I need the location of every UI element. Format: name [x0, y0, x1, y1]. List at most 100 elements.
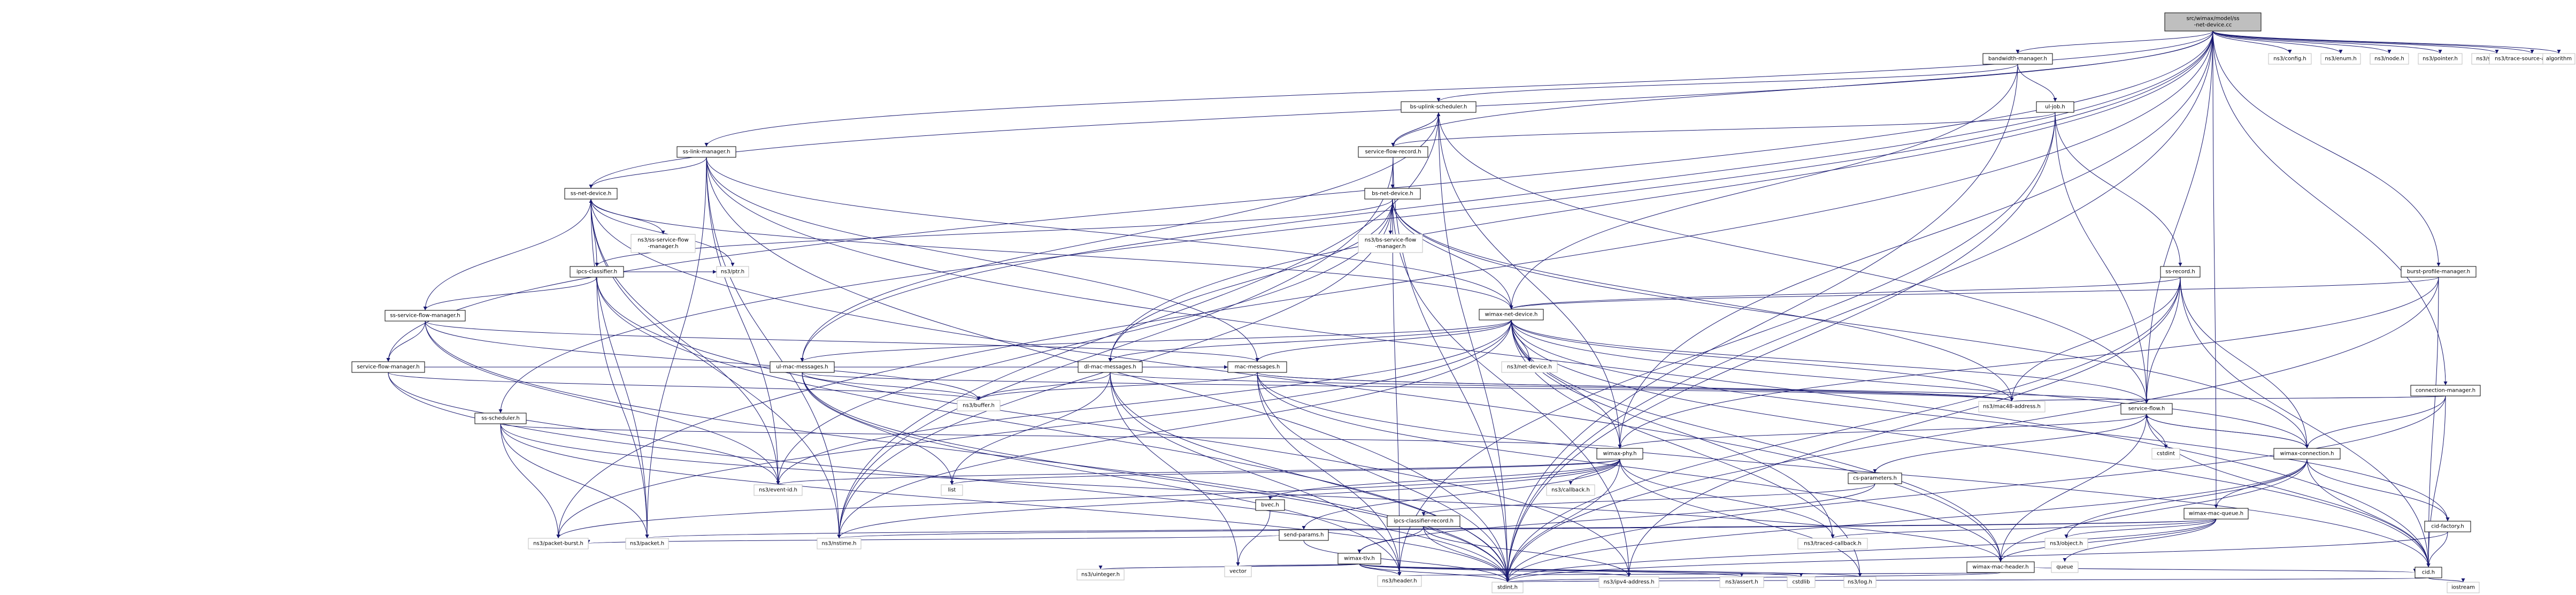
edge-ss-service-flow-manager-h-to-ss-net-device-h: [425, 199, 593, 311]
edge-wimax-mac-queue-h-to-wimax-mac-header-h: [1998, 518, 2217, 562]
node-ss-scheduler-h[interactable]: ss-scheduler.h: [474, 413, 527, 424]
node-ns3-mac48-address-h-label: ns3/mac48-address.h: [1983, 404, 2041, 410]
node-ns3-packet-h[interactable]: ns3/packet.h: [625, 538, 669, 550]
edge-ss-service-flow-manager-h-to-ns3-event-id-h: [425, 321, 780, 485]
node-ns3-pointer-h[interactable]: ns3/pointer.h: [2418, 53, 2463, 65]
node-algorithm-label: algorithm: [2546, 56, 2572, 62]
node-service-flow-h[interactable]: service-flow.h: [2120, 403, 2173, 415]
node-cid-factory-h[interactable]: cid-factory.h: [2424, 521, 2471, 532]
node-wimax-connection-h-label: wimax-connection.h: [2280, 451, 2334, 457]
node-ns3-enum-h-box: [2320, 53, 2361, 65]
node-queue[interactable]: queue: [2051, 561, 2079, 573]
edge-wimax-mac-header-h-to-cid-h: [2034, 567, 2417, 573]
node-ns3-object-h[interactable]: ns3/object.h: [2044, 538, 2088, 550]
node-ns3-node-h[interactable]: ns3/node.h: [2370, 53, 2409, 65]
edge-ss-link-manager-h-to-ns3-packet-h: [645, 157, 707, 539]
node-ns3-bs-service-flow-manager-h-box: [1358, 234, 1423, 253]
node-cstdlib-label: cstdlib: [1793, 579, 1810, 585]
edge-root-to-ul-mac-messages-h: [800, 30, 2213, 362]
edge-bs-uplink-scheduler-h-to-ns3-nstime-h: [837, 112, 1439, 539]
node-cid-h[interactable]: cid.h: [2414, 567, 2442, 578]
node-ns3-ptr-h[interactable]: ns3/ptr.h: [716, 266, 749, 278]
node-algorithm-box: [2542, 53, 2575, 65]
node-iostream-label: iostream: [2451, 585, 2475, 591]
node-burst-profile-manager-h[interactable]: burst-profile-manager.h: [2401, 266, 2477, 278]
node-wimax-mac-header-h-label: wimax-mac-header.h: [1972, 565, 2028, 570]
node-algorithm[interactable]: algorithm: [2542, 53, 2575, 65]
node-service-flow-manager-h[interactable]: service-flow-manager.h: [351, 361, 425, 373]
node-wimax-tlv-h[interactable]: wimax-tlv.h: [1337, 553, 1381, 565]
node-connection-manager-h[interactable]: connection-manager.h: [2410, 385, 2481, 396]
node-ns3-traced-callback-h-label: ns3/traced-callback.h: [1804, 541, 1862, 547]
node-ns3-config-h[interactable]: ns3/config.h: [2268, 53, 2312, 65]
node-wimax-net-device-h[interactable]: wimax-net-device.h: [1479, 309, 1544, 321]
node-cstdlib[interactable]: cstdlib: [1787, 576, 1816, 588]
edge-root-to-algorithm: [2212, 30, 2561, 54]
node-ns3-uinteger-h[interactable]: ns3/uinteger.h: [1076, 569, 1125, 581]
node-bandwidth-manager-h[interactable]: bandwidth-manager.h: [1982, 53, 2053, 65]
node-ns3-event-id-h[interactable]: ns3/event-id.h: [753, 484, 803, 496]
edge-ul-job-h-to-service-flow-h: [2055, 112, 2149, 404]
node-cs-parameters-h[interactable]: cs-parameters.h: [1848, 472, 1902, 484]
edge-service-flow-h-to-cid-h: [2146, 414, 2431, 568]
node-ns3-header-h[interactable]: ns3/header.h: [1377, 575, 1422, 587]
node-ns3-assert-h[interactable]: ns3/assert.h: [1719, 576, 1764, 588]
node-burst-profile-manager-h-box: [2401, 266, 2477, 278]
node-ns3-header-h-box: [1377, 575, 1422, 587]
edge-ss-record-h-to-service-flow-h: [2144, 277, 2181, 404]
node-ipcs-classifier-record-h[interactable]: ipcs-classifier-record.h: [1387, 515, 1460, 527]
node-ss-link-manager-h[interactable]: ss-link-manager.h: [676, 146, 736, 158]
node-ns3-pointer-h-box: [2418, 53, 2463, 65]
edge-root-to-wimax-phy-h: [1618, 30, 2213, 449]
node-vector[interactable]: vector: [1224, 566, 1252, 577]
node-bs-net-device-h-label: bs-net-device.h: [1372, 191, 1413, 197]
node-send-params-h-label: send-params.h: [1284, 532, 1324, 538]
node-ns3-ipv4-address-h[interactable]: ns3/ipv4-address.h: [1598, 576, 1659, 588]
node-list[interactable]: list: [941, 484, 963, 496]
edge-mac-messages-h-to-cid-h: [1257, 372, 2431, 568]
node-send-params-h[interactable]: send-params.h: [1279, 529, 1329, 541]
node-ss-service-flow-manager-h[interactable]: ss-service-flow-manager.h: [385, 310, 466, 322]
node-ns3-net-device-h[interactable]: ns3/net-device.h: [1501, 361, 1558, 373]
node-iostream[interactable]: iostream: [2447, 582, 2480, 593]
node-wimax-mac-queue-h[interactable]: wimax-mac-queue.h: [2183, 508, 2249, 520]
edge-ipcs-classifier-record-h-to-wimax-tlv-h: [1357, 526, 1424, 554]
node-ns3-callback-h[interactable]: ns3/callback.h: [1546, 484, 1595, 496]
node-cstdint-box: [2151, 448, 2180, 460]
node-mac-messages-h[interactable]: mac-messages.h: [1227, 361, 1287, 373]
root-file-node[interactable]: src/wimax/model/ss-net-device.cc: [2164, 12, 2262, 32]
node-service-flow-record-h[interactable]: service-flow-record.h: [1358, 146, 1428, 158]
node-ns3-enum-h[interactable]: ns3/enum.h: [2320, 53, 2361, 65]
node-cid-h-box: [2414, 567, 2442, 578]
node-ns3-ss-service-flow-manager-h-label: ns3/ss-service-flow: [637, 238, 688, 243]
node-ns3-bs-service-flow-manager-h[interactable]: ns3/bs-service-flow-manager.h: [1358, 234, 1423, 253]
node-ss-record-h[interactable]: ss-record.h: [2160, 266, 2201, 278]
node-cstdint[interactable]: cstdint: [2151, 448, 2180, 460]
node-ss-net-device-h[interactable]: ss-net-device.h: [564, 188, 618, 200]
edge-wimax-connection-h-to-wimax-mac-header-h: [1998, 459, 2308, 562]
node-ns3-buffer-h[interactable]: ns3/buffer.h: [957, 400, 1001, 411]
edge-dl-mac-messages-h-to-list: [950, 372, 1111, 485]
node-wimax-mac-header-h[interactable]: wimax-mac-header.h: [1966, 561, 2035, 573]
node-ul-job-h[interactable]: ul-job.h: [2036, 101, 2074, 113]
node-bs-uplink-scheduler-h[interactable]: bs-uplink-scheduler.h: [1401, 101, 1477, 113]
edge-wimax-connection-h-to-cid-h: [2306, 459, 2431, 568]
node-stdint-h[interactable]: stdint.h: [1491, 582, 1524, 593]
node-bvec-h[interactable]: bvec.h: [1255, 499, 1285, 511]
node-ns3-ss-service-flow-manager-h[interactable]: ns3/ss-service-flow-manager.h: [630, 234, 696, 253]
node-ns3-log-h[interactable]: ns3/log.h: [1843, 576, 1877, 588]
node-wimax-phy-h[interactable]: wimax-phy.h: [1596, 448, 1643, 460]
node-bs-net-device-h[interactable]: bs-net-device.h: [1364, 188, 1421, 200]
edge-wimax-net-device-h-to-service-flow-h: [1511, 319, 2149, 404]
node-dl-mac-messages-h[interactable]: dl-mac-messages.h: [1078, 361, 1143, 373]
node-ns3-mac48-address-h[interactable]: ns3/mac48-address.h: [1978, 401, 2046, 413]
node-ipcs-classifier-h[interactable]: ipcs-classifier.h: [570, 266, 624, 278]
node-ul-mac-messages-h[interactable]: ul-mac-messages.h: [770, 361, 835, 373]
node-ns3-packet-burst-h[interactable]: ns3/packet-burst.h: [528, 538, 589, 550]
root-file-node-label: -net-device.cc: [2194, 22, 2232, 28]
node-wimax-connection-h[interactable]: wimax-connection.h: [2273, 448, 2341, 460]
node-ns3-nstime-h[interactable]: ns3/nstime.h: [817, 538, 862, 550]
node-ns3-traced-callback-h[interactable]: ns3/traced-callback.h: [1797, 538, 1868, 550]
node-ss-link-manager-h-label: ss-link-manager.h: [683, 149, 730, 155]
